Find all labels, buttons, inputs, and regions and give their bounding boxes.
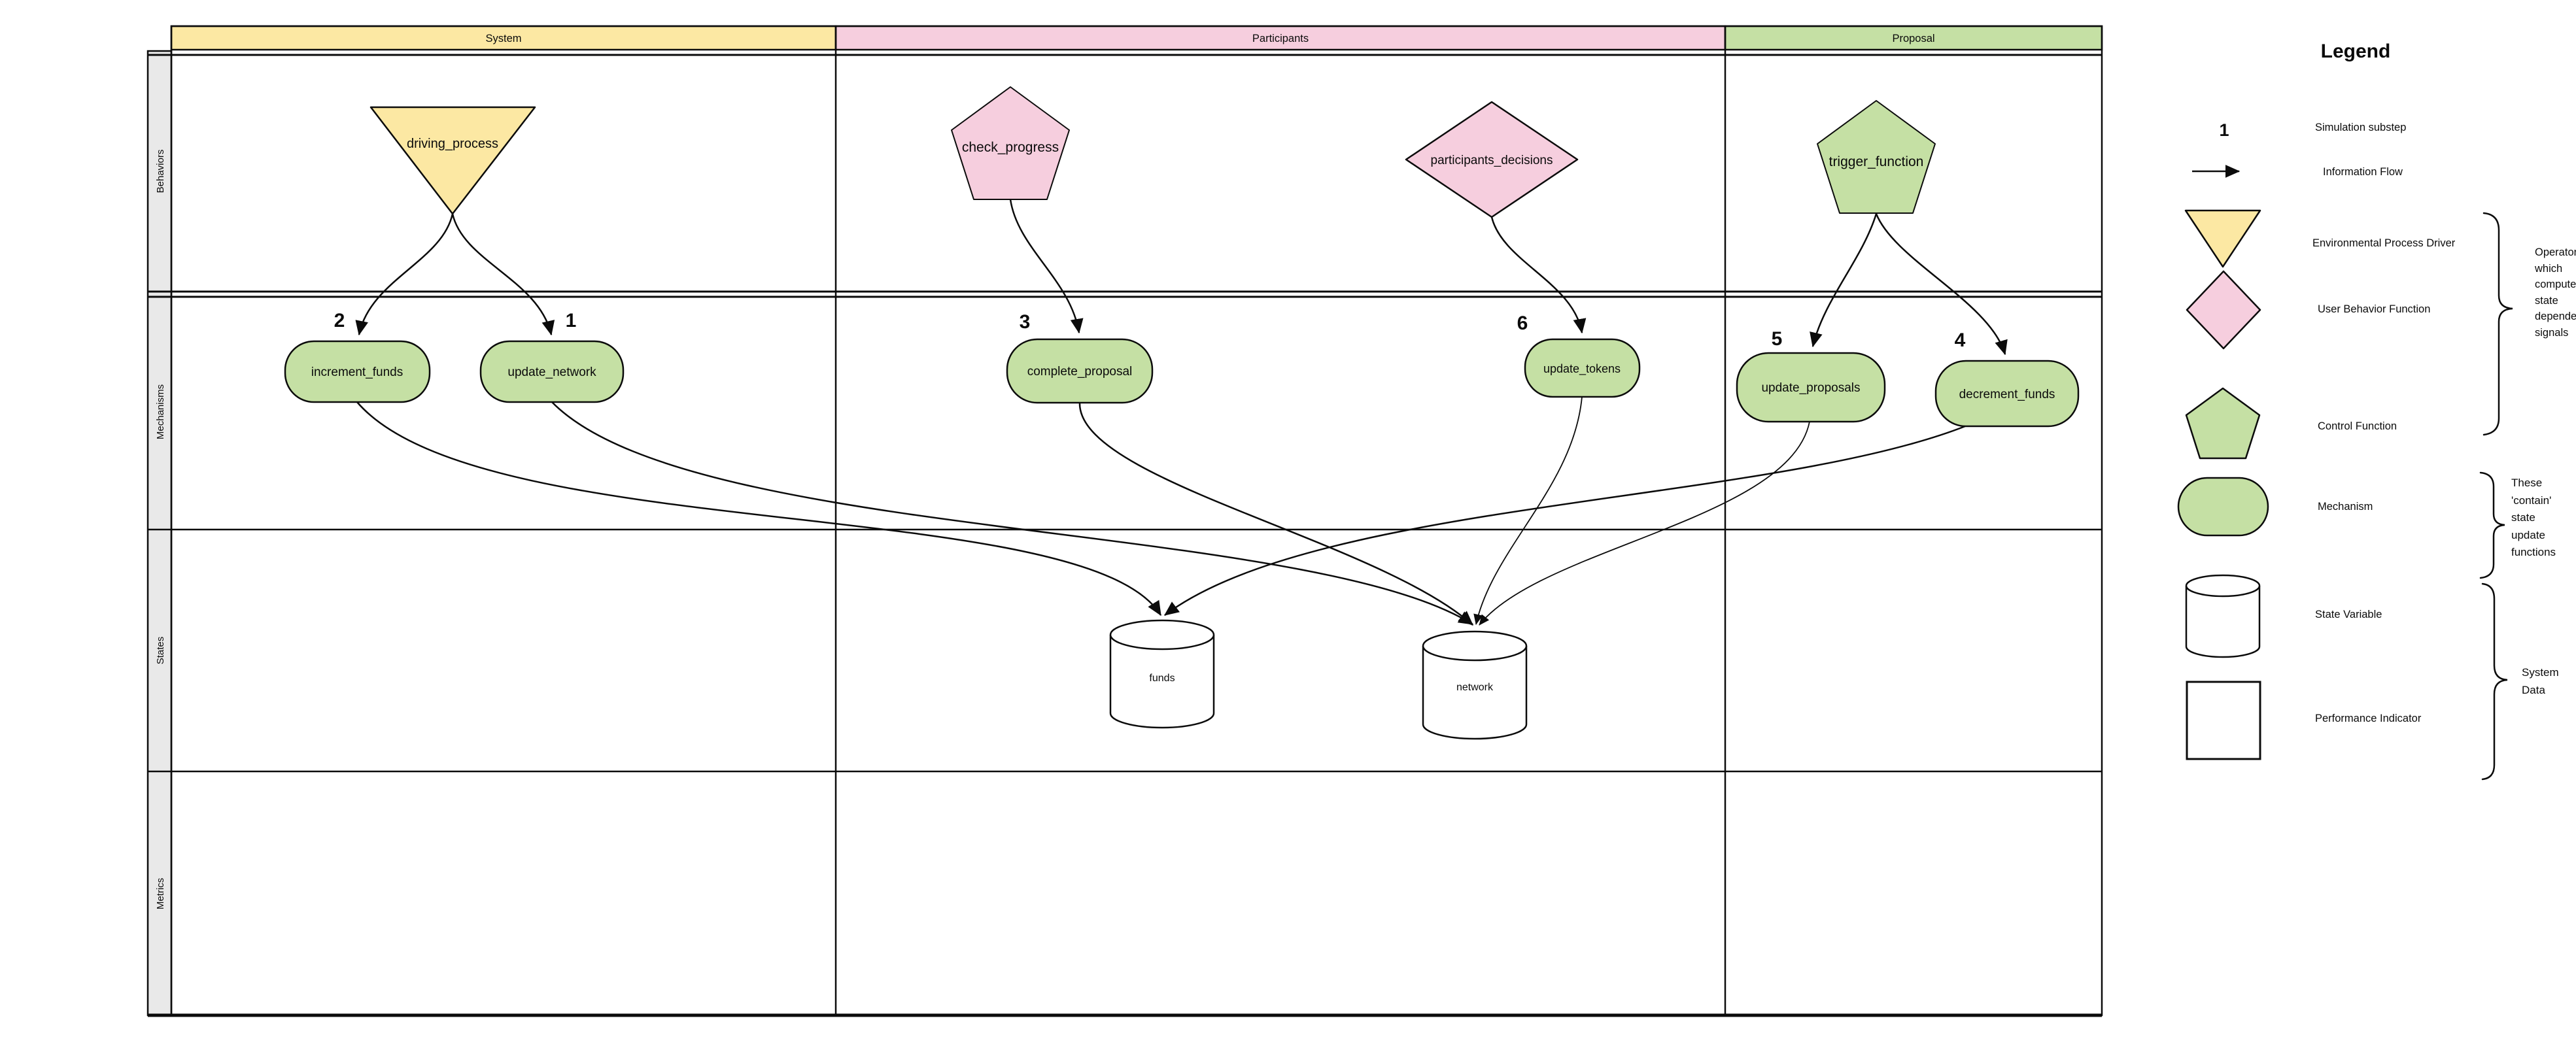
arrow-driving-process-to-increment-funds	[355, 213, 454, 336]
check-progress-label: check_progress	[962, 140, 1059, 155]
arrow-check-progress-to-complete-proposal	[1009, 199, 1084, 334]
update-network-label: update_network	[507, 365, 596, 379]
legend-label-mechanism: Mechanism	[2318, 501, 2373, 513]
legend-label-simulation-substep: Simulation substep	[2315, 122, 2406, 133]
row-label-states: States	[155, 637, 166, 665]
increment-funds-node[interactable]	[284, 340, 431, 403]
driving-process-node[interactable]	[369, 106, 536, 215]
arrow-update-proposals-to-network	[1479, 421, 1810, 626]
decrement-funds-label: decrement_funds	[1959, 388, 2055, 401]
funds-label: funds	[1149, 673, 1175, 684]
substep-number-1: 1	[566, 310, 577, 331]
legend-label-state-variable: State Variable	[2315, 609, 2382, 620]
substep-number-4: 4	[1955, 329, 1966, 351]
legend-brace-operators	[2482, 212, 2513, 436]
substep-number-2: 2	[334, 310, 345, 331]
legend-label-performance-indicator: Performance Indicator	[2315, 713, 2422, 724]
legend-label-environmental-process-driver: Environmental Process Driver	[2312, 237, 2456, 249]
legend-square-icon	[2186, 681, 2261, 760]
substep-number-6: 6	[1517, 312, 1528, 334]
increment-funds-label: increment_funds	[311, 365, 403, 379]
arrow-participants-decisions-to-update-tokens	[1490, 216, 1587, 334]
complete-proposal-node[interactable]	[1006, 338, 1154, 404]
legend-cylinder-icon	[2185, 574, 2261, 658]
header-label-proposal: Proposal	[1892, 33, 1934, 44]
participants-decisions-node[interactable]	[1405, 101, 1579, 218]
legend-brace-mechanism	[2479, 471, 2505, 579]
arrow-trigger-function-to-decrement-funds	[1875, 213, 2008, 356]
substep-number-5: 5	[1772, 328, 1783, 350]
arrow-decrement-funds-to-funds	[1163, 425, 1966, 616]
arrow-complete-proposal-to-network	[1078, 402, 1473, 626]
row-label-mechanisms: Mechanisms	[155, 384, 166, 439]
update-network-node[interactable]	[479, 340, 625, 403]
trigger-function-node[interactable]	[1817, 100, 1936, 214]
network-label: network	[1456, 682, 1494, 693]
row-label-behaviors: Behaviors	[155, 150, 166, 194]
arrow-update-tokens-to-network	[1473, 396, 1583, 625]
swimlane-grid	[146, 25, 2103, 1017]
update-proposals-label: update_proposals	[1761, 381, 1860, 395]
trigger-function-label: trigger_function	[1829, 154, 1924, 169]
update-tokens-node[interactable]	[1524, 338, 1641, 398]
legend-stadium-icon	[2177, 477, 2269, 537]
decrement-funds-node[interactable]	[1934, 360, 2080, 428]
legend-label-user-behavior-function: User Behavior Function	[2318, 303, 2430, 315]
arrow-increment-funds-to-funds	[356, 401, 1162, 616]
network-node[interactable]: network	[1422, 630, 1528, 740]
check-progress-node[interactable]	[951, 86, 1070, 200]
row-label-metrics: Metrics	[155, 878, 166, 909]
substep-number-3: 3	[1020, 311, 1031, 333]
legend-diamond-icon	[2186, 270, 2261, 350]
header-cell-participants	[834, 25, 1726, 51]
legend-triangle-down-icon	[2184, 209, 2261, 268]
row-label-column	[146, 50, 173, 1017]
legend-annotation-system-data: System Data	[2522, 666, 2559, 696]
header-label-participants: Participants	[1252, 33, 1309, 44]
funds-node[interactable]: funds	[1109, 619, 1215, 729]
legend-annotation-contain: These 'contain' state update functions	[2511, 477, 2556, 558]
legend-label-information-flow: Information Flow	[2323, 166, 2403, 178]
arrow-trigger-function-to-update-proposals	[1810, 213, 1878, 348]
legend-label-control-function: Control Function	[2318, 420, 2397, 432]
legend-brace-system-data	[2481, 582, 2508, 781]
network-cylinder-top	[1422, 630, 1528, 662]
update-proposals-node[interactable]	[1736, 352, 1886, 423]
arrow-driving-process-to-update-network	[451, 213, 555, 336]
participants-decisions-label: participants_decisions	[1431, 154, 1553, 167]
funds-cylinder-top	[1109, 619, 1215, 650]
driving-process-label: driving_process	[407, 137, 498, 151]
update-tokens-label: update_tokens	[1543, 362, 1621, 376]
legend-substep-number-icon: 1	[2219, 120, 2229, 140]
legend-annotation-operators: Operators which compute state dependent …	[2535, 246, 2576, 339]
legend-pentagon-icon	[2185, 387, 2261, 460]
complete-proposal-label: complete_proposal	[1027, 365, 1133, 379]
legend-title: Legend	[2321, 41, 2391, 62]
arrow-update-network-to-network	[551, 401, 1474, 626]
header-label-system: System	[485, 33, 521, 44]
